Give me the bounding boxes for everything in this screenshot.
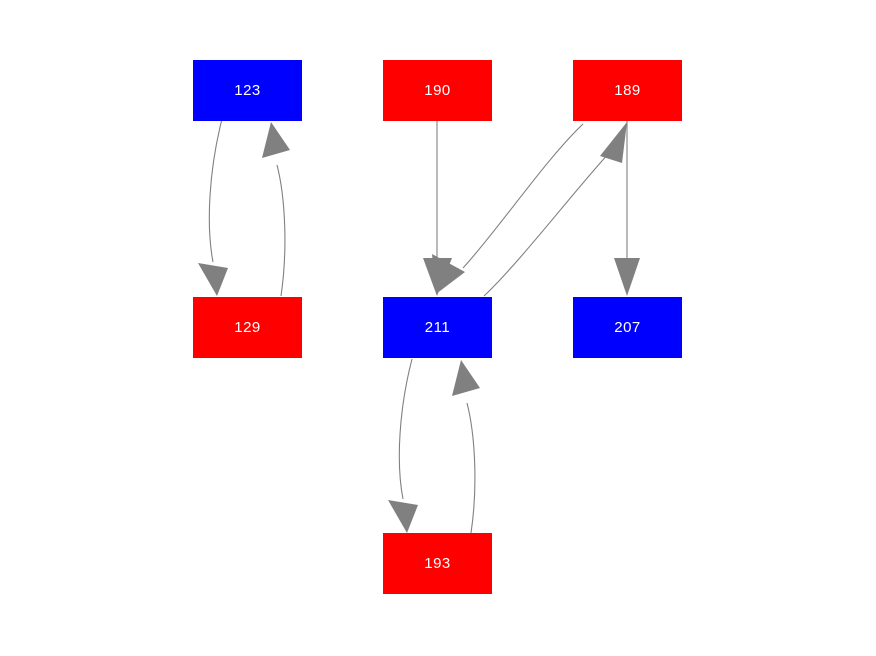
edge-line: [466, 402, 476, 534]
graph-node-190[interactable]: 190: [383, 60, 492, 121]
node-label: 207: [614, 319, 641, 336]
arrowhead-icon: [198, 263, 228, 296]
edge-line: [483, 151, 611, 297]
arrowhead-icon: [262, 122, 290, 158]
arrowhead-icon: [432, 254, 465, 294]
edge-line: [398, 358, 413, 500]
edge-189-to-211: [432, 123, 584, 294]
arrowhead-icon: [388, 500, 418, 533]
node-label: 193: [424, 555, 451, 572]
edge-123-to-129: [198, 118, 228, 296]
edge-line: [276, 164, 286, 297]
edge-211-to-193: [388, 358, 418, 533]
arrowhead-icon: [452, 360, 480, 396]
edge-211-to-189: [483, 122, 627, 297]
graph-node-211[interactable]: 211: [383, 297, 492, 358]
node-label: 129: [234, 319, 261, 336]
edge-193-to-211: [452, 360, 480, 534]
edge-189-to-207: [614, 121, 640, 296]
arrowhead-icon: [614, 258, 640, 296]
node-label: 189: [614, 82, 641, 99]
edge-129-to-123: [262, 122, 290, 297]
edge-line: [462, 123, 584, 269]
graph-node-129[interactable]: 129: [193, 297, 302, 358]
edge-line: [208, 118, 223, 263]
node-label: 190: [424, 82, 451, 99]
graph-node-189[interactable]: 189: [573, 60, 682, 121]
node-label: 211: [424, 319, 451, 336]
node-label: 123: [234, 82, 261, 99]
graph-node-207[interactable]: 207: [573, 297, 682, 358]
graph-node-193[interactable]: 193: [383, 533, 492, 594]
arrowhead-icon: [600, 122, 627, 163]
graph-node-123[interactable]: 123: [193, 60, 302, 121]
